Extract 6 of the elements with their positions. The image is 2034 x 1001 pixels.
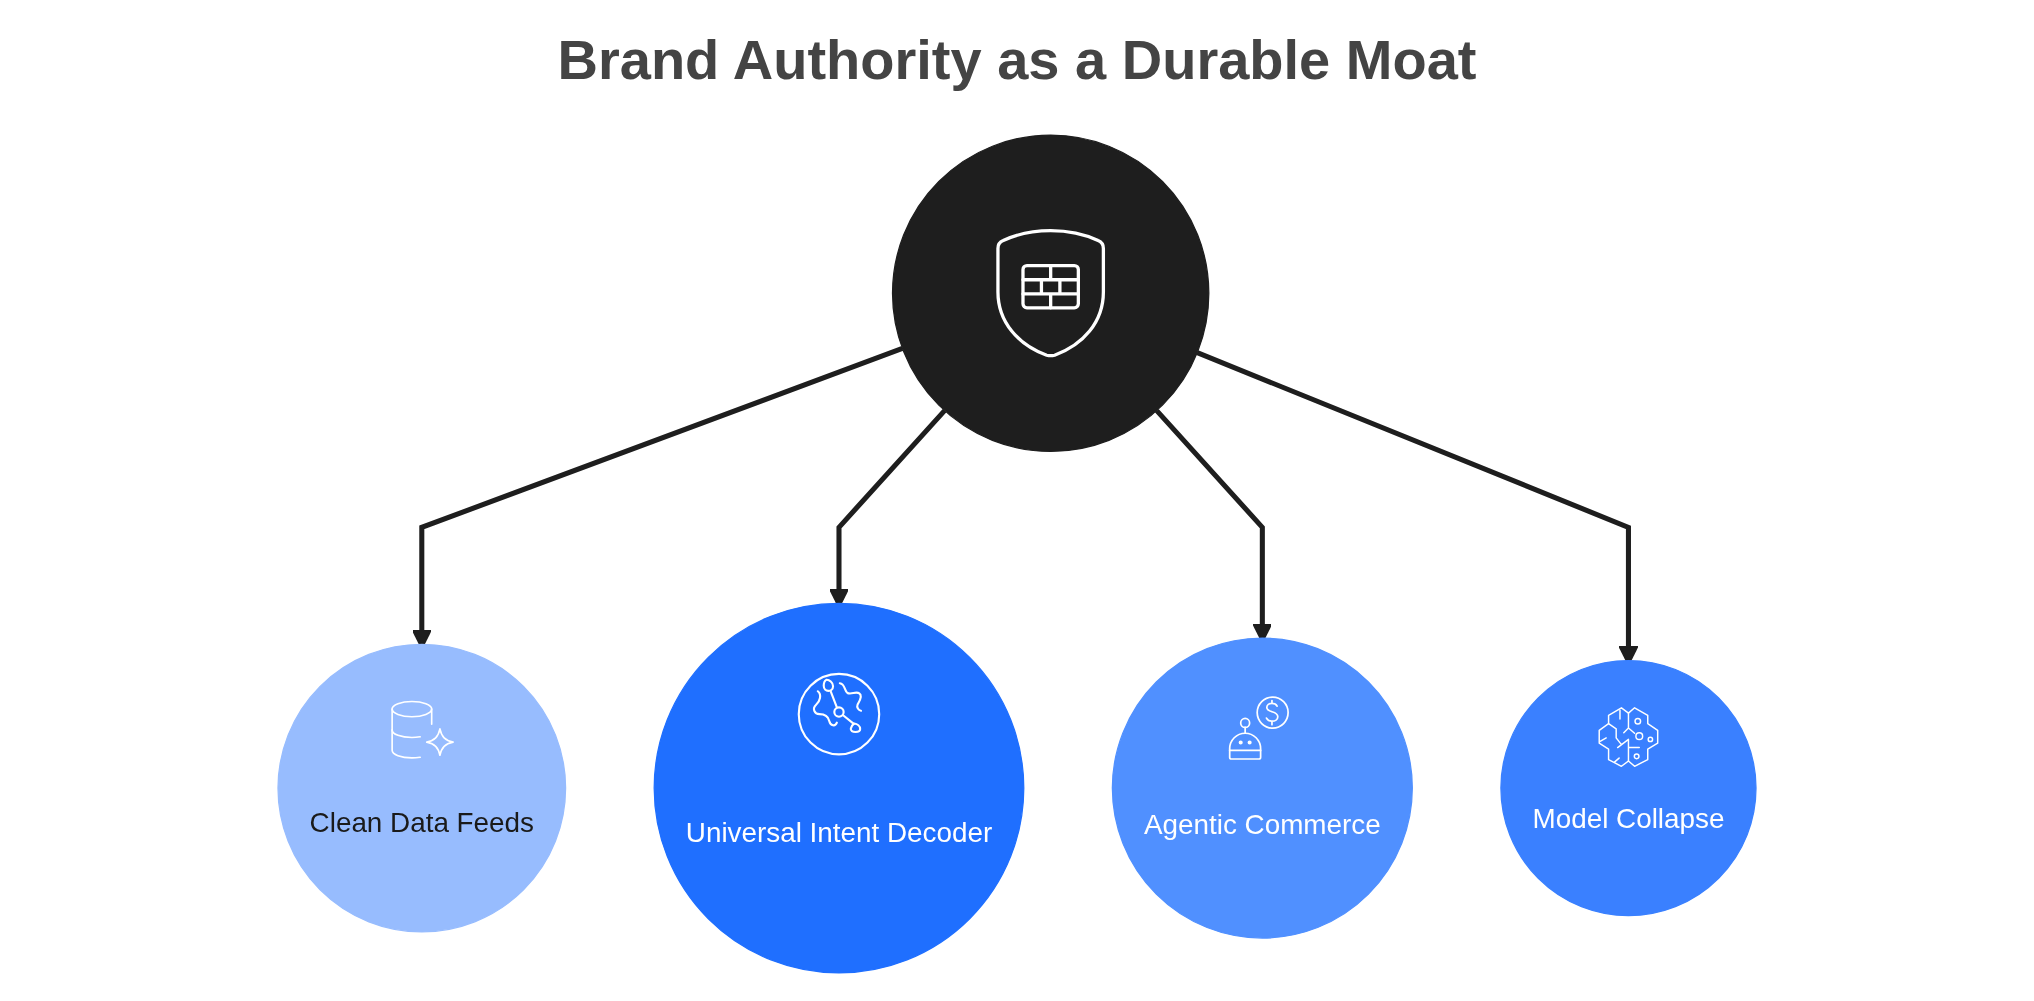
diagram-title: Brand Authority as a Durable Moat (557, 27, 1477, 93)
node-circle: Model Collapse (1500, 659, 1757, 917)
node-circle (891, 134, 1210, 453)
node-circle: Universal Intent Decoder (653, 602, 1025, 974)
node-circle: Agentic Commerce (1111, 637, 1413, 939)
node-circle: Clean Data Feeds (277, 643, 567, 933)
